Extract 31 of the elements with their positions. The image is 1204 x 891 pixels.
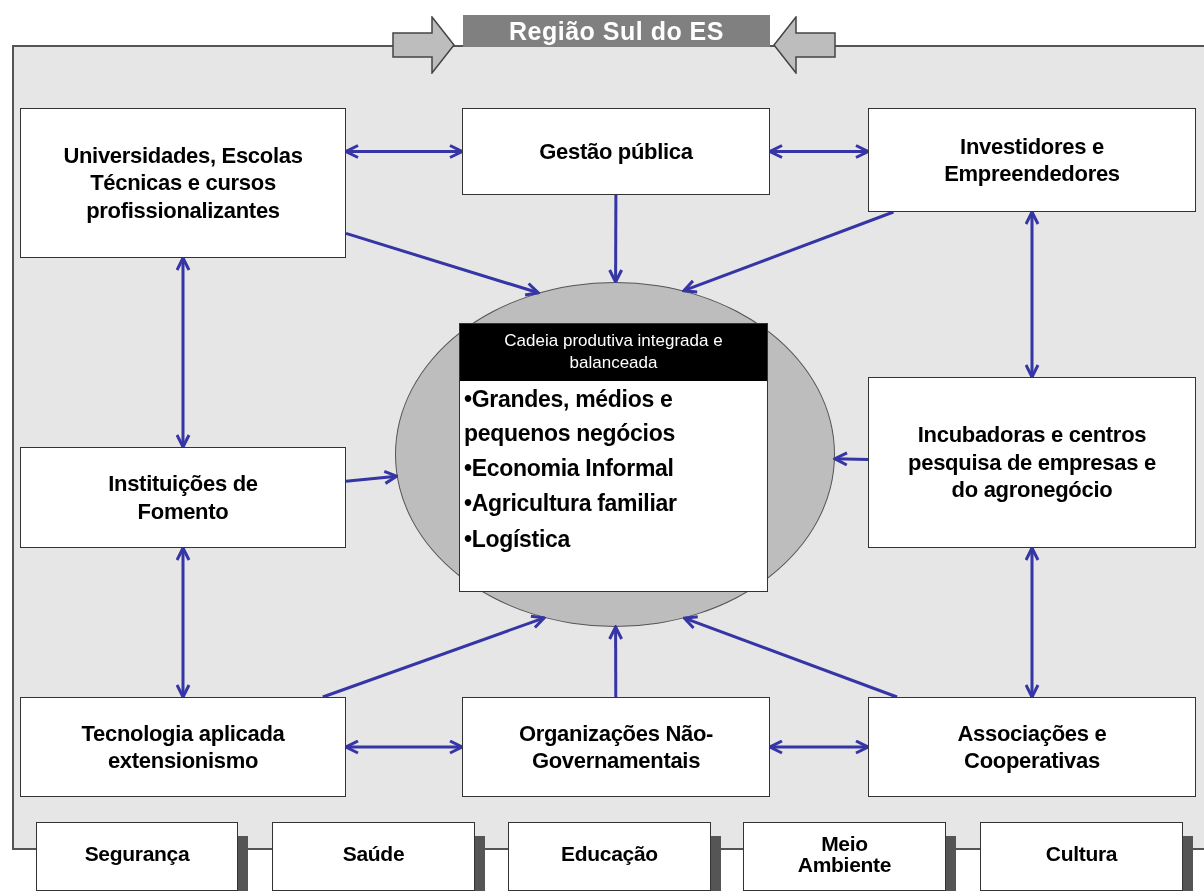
actor-box: Associações e Cooperativas [868,697,1196,797]
actor-box: Universidades, Escolas Técnicas e cursos profissionalizantes [20,108,346,258]
double-arrow [175,256,191,449]
arrow [345,469,399,485]
box-heading: Cadeia produtiva integrada e balanceada [460,324,767,382]
double-arrow [344,739,464,755]
arrow [322,614,546,699]
actor-box: Instituições de Fomento [20,447,346,548]
bullet-item: •Economia Informal [463,453,675,483]
actor-box: Investidores e Empreendedores [868,108,1196,212]
actor-box: Organizações Não-Governamentais [462,697,770,797]
double-arrow [768,144,870,159]
bullet-item: •Agricultura familiar [463,489,678,519]
arrow [833,451,869,467]
bullet-item: •Logística [463,524,572,554]
arrow [682,210,894,294]
double-arrow [1024,546,1040,699]
content-box [459,323,768,592]
actor-box: Tecnologia aplicada extensionismo [20,697,346,797]
double-arrow [1024,210,1040,379]
arrow [345,231,540,297]
double-arrow [175,546,191,699]
double-arrow [768,739,870,755]
arrow [682,615,898,699]
title-tab: Região Sul do ES [463,15,770,47]
arrow [608,625,624,697]
bullet-item: •Grandes, médios e pequenos negócios [463,385,676,448]
double-arrow [344,144,464,159]
arrow [608,195,624,284]
actor-box: Incubadoras e centros pesquisa de empresas e do agronegócio [868,377,1196,548]
actor-box: Gestão pública [462,108,770,195]
